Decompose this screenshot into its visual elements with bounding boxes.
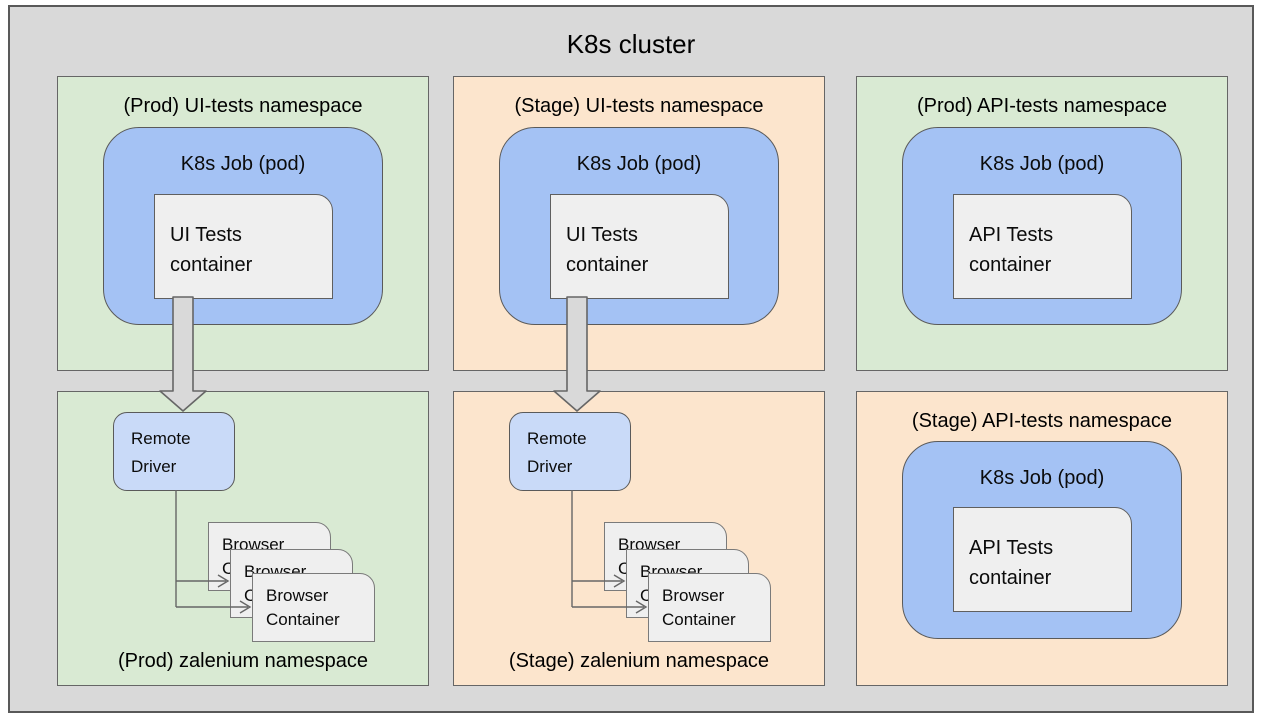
k8s-job-pod-box: K8s Job (pod) API Tests container — [902, 127, 1182, 325]
container-label: API Tests container — [969, 224, 1054, 276]
k8s-job-label: K8s Job (pod) — [576, 153, 702, 175]
ui-tests-container-box: UI Tests container — [550, 194, 729, 299]
k8s-job-pod-box: K8s Job (pod) UI Tests container — [103, 127, 383, 325]
namespace-title: (Stage) API-tests namespace — [911, 410, 1173, 432]
namespace-prod-ui-tests: (Prod) UI-tests namespace K8s Job (pod) … — [57, 76, 429, 371]
k8s-job-label: K8s Job (pod) — [979, 467, 1105, 489]
remote-driver-box: Remote Driver — [113, 412, 235, 491]
api-tests-container-box: API Tests container — [953, 194, 1132, 299]
api-tests-container-box: API Tests container — [953, 507, 1132, 612]
remote-driver-box: Remote Driver — [509, 412, 631, 491]
namespace-title: (Prod) API-tests namespace — [916, 95, 1168, 117]
namespace-title: (Prod) UI-tests namespace — [123, 95, 363, 117]
k8s-job-label: K8s Job (pod) — [979, 153, 1105, 175]
k8s-job-pod-box: K8s Job (pod) API Tests container — [902, 441, 1182, 639]
container-label: API Tests container — [969, 537, 1054, 589]
namespace-stage-api-tests: (Stage) API-tests namespace K8s Job (pod… — [856, 391, 1228, 686]
k8s-job-pod-box: K8s Job (pod) UI Tests container — [499, 127, 779, 325]
ui-tests-container-box: UI Tests container — [154, 194, 333, 299]
namespace-prod-zalenium: Remote Driver Browser Container Browser … — [57, 391, 429, 686]
namespace-title: (Stage) UI-tests namespace — [514, 95, 764, 117]
k8s-job-label: K8s Job (pod) — [180, 153, 306, 175]
browser-container-card: Browser Container — [648, 573, 771, 642]
browser-container-label: Browser Container — [662, 586, 736, 629]
namespace-stage-zalenium: Remote Driver Browser Container Browser … — [453, 391, 825, 686]
remote-driver-label: Remote Driver — [131, 429, 191, 476]
namespace-title: (Prod) zalenium namespace — [117, 650, 369, 672]
container-label: UI Tests container — [170, 224, 253, 276]
cluster-title: K8s cluster — [566, 29, 696, 59]
browser-container-card: Browser Container — [252, 573, 375, 642]
namespace-prod-api-tests: (Prod) API-tests namespace K8s Job (pod)… — [856, 76, 1228, 371]
namespace-stage-ui-tests: (Stage) UI-tests namespace K8s Job (pod)… — [453, 76, 825, 371]
browser-container-label: Browser Container — [266, 586, 340, 629]
container-label: UI Tests container — [566, 224, 649, 276]
namespace-title: (Stage) zalenium namespace — [508, 650, 770, 672]
remote-driver-label: Remote Driver — [527, 429, 587, 476]
